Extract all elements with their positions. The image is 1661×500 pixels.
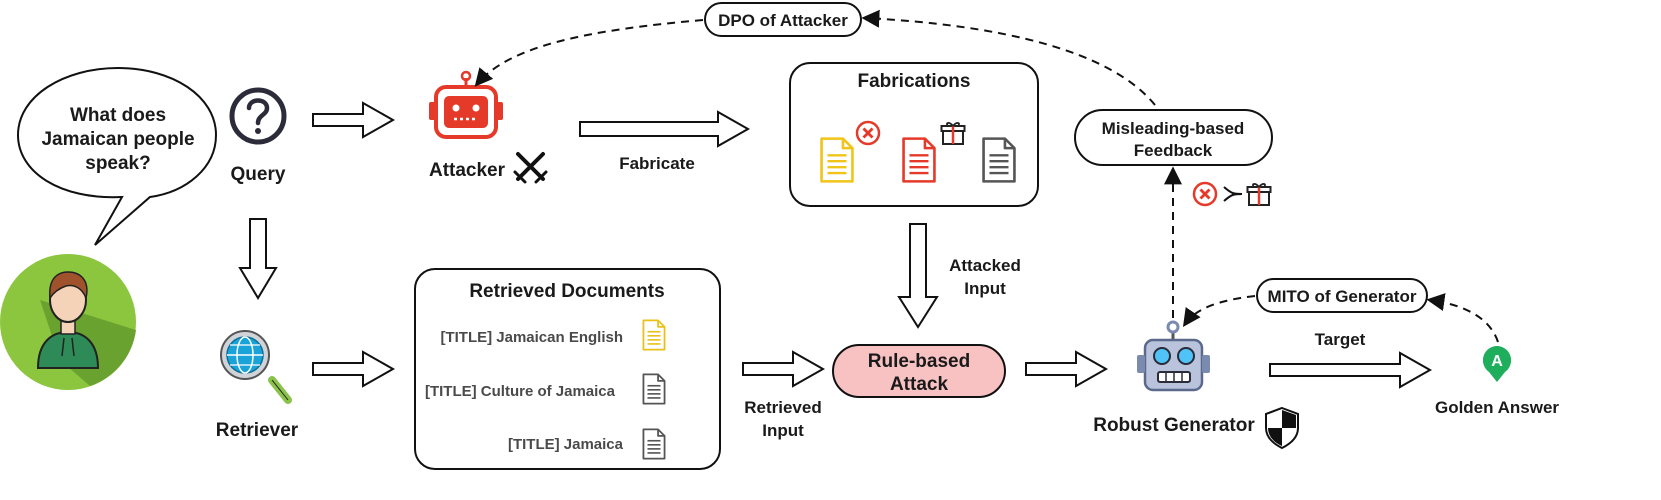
shield-icon: [1265, 406, 1299, 450]
dpo-box: [704, 2, 862, 37]
document-title: [TITLE] Jamaica: [508, 436, 624, 453]
docs-to-rule-arrow: [742, 350, 826, 388]
retrieved-input-line-1: Retrieved: [744, 398, 821, 417]
query-to-retriever-arrow: [238, 218, 278, 300]
bubble-line-1: What does: [70, 105, 166, 126]
reject-icon: [1192, 181, 1218, 207]
retriever-to-docs-arrow: [312, 350, 396, 388]
speech-bubble: What does Jamaican people speak?: [16, 66, 218, 246]
fabricate-label: Fabricate: [619, 154, 695, 173]
answer-badge: A: [1491, 353, 1503, 370]
retrieved-input-line-2: Input: [762, 421, 804, 440]
misleading-line-1: Misleading-based: [1102, 119, 1245, 138]
bubble-line-2: Jamaican people: [41, 129, 194, 150]
crossed-swords-icon: [513, 152, 548, 184]
fabrications-to-rule-arrow: [897, 223, 939, 329]
document-title: [TITLE] Jamaican English: [440, 329, 623, 346]
attacked-input-line-1: Attacked: [949, 256, 1021, 275]
misleading-feedback-box: [1074, 109, 1273, 166]
golden-answer-label: Golden Answer: [1435, 398, 1559, 417]
fabricated-doc-yellow-icon: [820, 137, 854, 183]
rule-line-2: Attack: [890, 374, 949, 395]
fabricated-doc-gray-icon: [982, 137, 1016, 183]
robust-generator-label: Robust Generator: [1093, 415, 1255, 436]
feedback-to-dpo-arrow: [861, 9, 1156, 106]
document-icon: [642, 428, 666, 460]
misleading-line-2: Feedback: [1134, 141, 1213, 160]
rule-line-1: Rule-based: [868, 351, 970, 372]
rule-to-generator-arrow: [1025, 350, 1109, 388]
preference-symbol: [1223, 186, 1243, 202]
gift-icon: [940, 121, 966, 146]
attacker-label: Attacker: [429, 160, 506, 181]
bubble-line-3: speak?: [85, 153, 150, 174]
query-label: Query: [231, 164, 286, 185]
retriever-label: Retriever: [216, 420, 299, 441]
robot-attacker-icon: [429, 70, 503, 139]
robot-generator-icon: [1137, 320, 1210, 392]
reject-icon: [855, 120, 881, 146]
gift-icon: [1246, 182, 1272, 207]
attacked-input-line-2: Input: [964, 279, 1006, 298]
query-to-attacker-arrow: [312, 101, 396, 139]
golden-to-mito-arrow: [1426, 293, 1499, 343]
retrieved-documents-title: Retrieved Documents: [469, 281, 664, 302]
dpo-label: DPO of Attacker: [718, 11, 848, 30]
fabrications-title: Fabrications: [858, 71, 971, 92]
question-icon: [229, 87, 287, 145]
attacker-to-fabrications-arrow: [579, 110, 751, 148]
dpo-to-attacker-arrow: [474, 19, 704, 87]
generator-to-answer-arrow: [1269, 351, 1433, 389]
mito-to-generator-arrow: [1182, 295, 1256, 327]
retrieved-documents-box: [414, 268, 721, 470]
person-avatar-icon: [0, 254, 136, 390]
fabricated-doc-red-icon: [902, 137, 936, 183]
globe-search-icon: [220, 330, 292, 404]
rule-based-attack-box: [832, 344, 1006, 398]
document-title: [TITLE] Culture of Jamaica: [425, 383, 616, 400]
document-icon: [642, 319, 666, 351]
document-icon: [642, 373, 666, 405]
answer-pin-icon: A: [1483, 346, 1511, 382]
target-label: Target: [1315, 330, 1366, 349]
mito-label: MITO of Generator: [1268, 287, 1417, 306]
